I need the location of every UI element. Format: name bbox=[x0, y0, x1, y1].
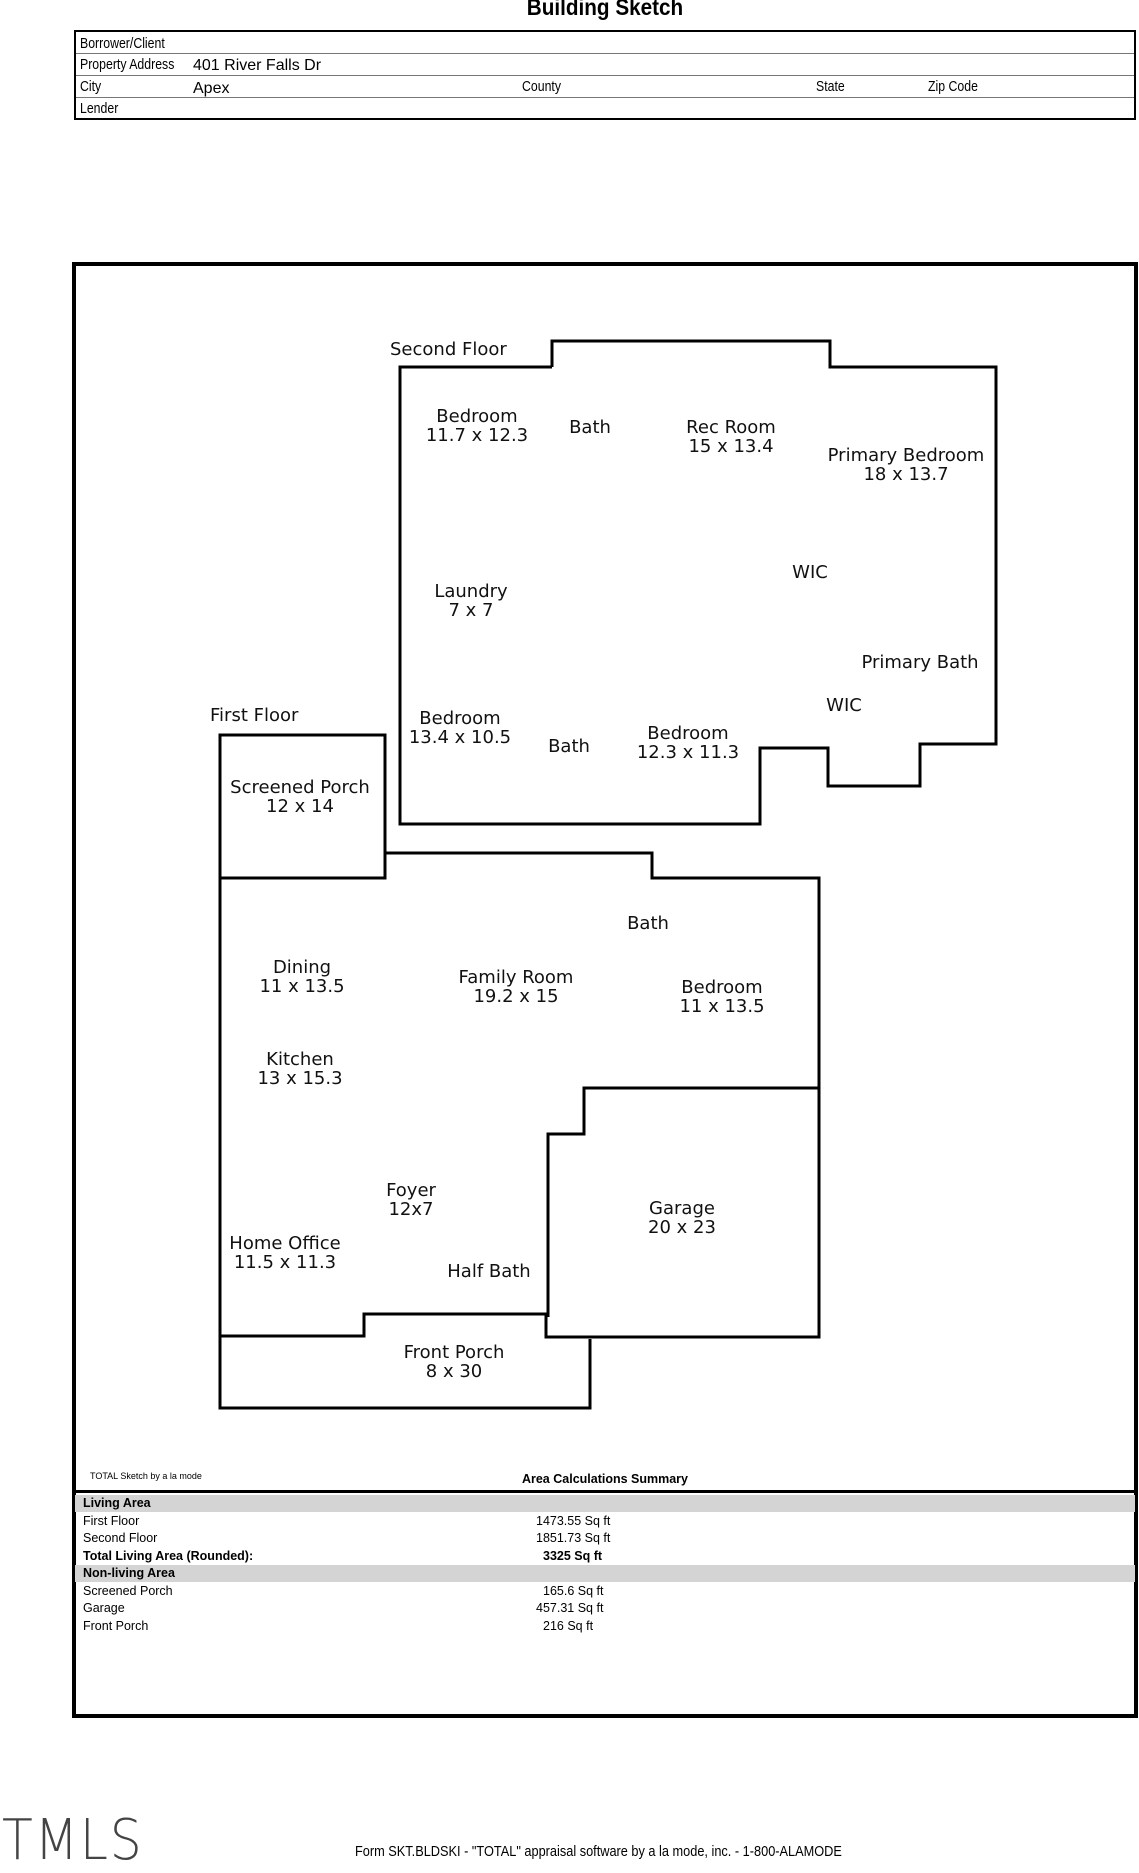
room-name: Bath bbox=[627, 913, 669, 934]
room-label: Bath bbox=[569, 417, 611, 438]
room-dimensions: 12 x 14 bbox=[266, 796, 334, 817]
room-dimensions: 12.3 x 11.3 bbox=[637, 742, 739, 763]
room-name: Family Room bbox=[459, 967, 574, 988]
room-name: Kitchen bbox=[266, 1049, 334, 1070]
room-name: Garage bbox=[649, 1198, 715, 1219]
room-dimensions: 19.2 x 15 bbox=[473, 986, 558, 1007]
room-dimensions: 11 x 13.5 bbox=[259, 976, 344, 997]
summary-section-row: Non-living Area bbox=[75, 1565, 1135, 1582]
summary-section-row: Living Area bbox=[75, 1495, 1135, 1512]
room-name: Foyer bbox=[386, 1180, 436, 1201]
room-dimensions: 8 x 30 bbox=[426, 1361, 482, 1382]
summary-value: 216 Sq ft bbox=[543, 1618, 593, 1635]
room-dimensions: 11 x 13.5 bbox=[679, 996, 764, 1017]
room-name: Primary Bath bbox=[861, 652, 978, 673]
room-name: WIC bbox=[792, 562, 828, 583]
mls-logo: TMLS bbox=[2, 1808, 144, 1873]
floor-label: Second Floor bbox=[390, 339, 507, 360]
floor-label: First Floor bbox=[210, 705, 299, 726]
summary-value: 457.31 Sq ft bbox=[536, 1600, 603, 1617]
room-name: Laundry bbox=[434, 581, 508, 602]
summary-label: First Floor bbox=[83, 1513, 139, 1530]
summary-row: Garage 457.31 Sq ft bbox=[75, 1600, 1135, 1617]
room-dimensions: 7 x 7 bbox=[449, 600, 494, 621]
room-name: Front Porch bbox=[404, 1342, 505, 1363]
room-name: Bedroom bbox=[436, 406, 517, 427]
room-dimensions: 20 x 23 bbox=[648, 1217, 716, 1238]
summary-value: 1473.55 Sq ft bbox=[536, 1513, 610, 1530]
summary-row: Screened Porch 165.6 Sq ft bbox=[75, 1583, 1135, 1600]
room-name: Dining bbox=[273, 957, 331, 978]
summary-row: Front Porch 216 Sq ft bbox=[75, 1618, 1135, 1635]
summary-value: 1851.73 Sq ft bbox=[536, 1530, 610, 1547]
room-dimensions: 15 x 13.4 bbox=[688, 436, 773, 457]
room-name: Half Bath bbox=[447, 1261, 530, 1282]
summary-label: Front Porch bbox=[83, 1618, 148, 1635]
room-name: WIC bbox=[826, 695, 862, 716]
summary-label: Screened Porch bbox=[83, 1583, 173, 1600]
room-label: WIC bbox=[792, 562, 828, 583]
summary-row: Total Living Area (Rounded): 3325 Sq ft bbox=[75, 1548, 1135, 1565]
room-name: Rec Room bbox=[686, 417, 776, 438]
room-name: Bedroom bbox=[647, 723, 728, 744]
summary-label: Second Floor bbox=[83, 1530, 157, 1547]
form-footer: Form SKT.BLDSKI - "TOTAL" appraisal soft… bbox=[355, 1843, 842, 1860]
room-name: Bedroom bbox=[681, 977, 762, 998]
room-dimensions: 13.4 x 10.5 bbox=[409, 727, 511, 748]
summary-value: 3325 Sq ft bbox=[543, 1548, 602, 1565]
room-name: Screened Porch bbox=[230, 777, 370, 798]
room-label: Primary Bath bbox=[861, 652, 978, 673]
summary-value: 165.6 Sq ft bbox=[543, 1583, 603, 1600]
room-name: Bath bbox=[548, 736, 590, 757]
room-dimensions: 11.5 x 11.3 bbox=[234, 1252, 336, 1273]
summary-row: First Floor 1473.55 Sq ft bbox=[75, 1513, 1135, 1530]
summary-label: Total Living Area (Rounded): bbox=[83, 1548, 253, 1565]
room-dimensions: 18 x 13.7 bbox=[863, 464, 948, 485]
room-name: Bath bbox=[569, 417, 611, 438]
room-label: Bath bbox=[548, 736, 590, 757]
summary-label: Living Area bbox=[83, 1495, 151, 1512]
room-label: Half Bath bbox=[447, 1261, 530, 1282]
summary-label: Non-living Area bbox=[83, 1565, 175, 1582]
room-name: Primary Bedroom bbox=[828, 445, 985, 466]
summary-row: Second Floor 1851.73 Sq ft bbox=[75, 1530, 1135, 1547]
room-dimensions: 13 x 15.3 bbox=[257, 1068, 342, 1089]
room-name: Home Office bbox=[229, 1233, 340, 1254]
room-dimensions: 12x7 bbox=[388, 1199, 433, 1220]
room-label: WIC bbox=[826, 695, 862, 716]
summary-title: Area Calculations Summary bbox=[0, 1472, 1139, 1486]
room-label: Bath bbox=[627, 913, 669, 934]
room-name: Bedroom bbox=[419, 708, 500, 729]
summary-divider bbox=[75, 1490, 1135, 1493]
summary-label: Garage bbox=[83, 1600, 125, 1617]
room-dimensions: 11.7 x 12.3 bbox=[426, 425, 528, 446]
